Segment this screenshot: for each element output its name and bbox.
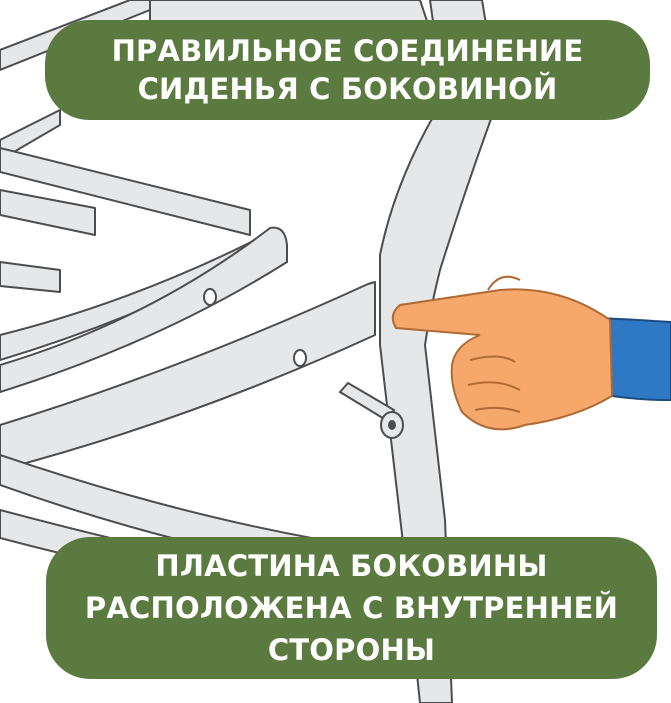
bottom-banner-line2: РАСПОЛОЖЕНА С ВНУТРЕННЕЙ [84,591,619,625]
seat-side-plate-far [0,226,288,393]
seat-slat [0,261,61,293]
seat-slat [0,147,251,236]
top-banner-line1: ПРАВИЛЬНОЕ СОЕДИНЕНИЕ [111,34,584,68]
bolt-icon [338,381,404,439]
seat-side-plate [0,281,376,471]
top-banner: ПРАВИЛЬНОЕ СОЕДИНЕНИЕ СИДЕНЬЯ С БОКОВИНО… [45,20,650,120]
top-banner-line2: СИДЕНЬЯ С БОКОВИНОЙ [137,72,558,106]
bottom-banner: ПЛАСТИНА БОКОВИНЫ РАСПОЛОЖЕНА С ВНУТРЕНН… [46,537,657,679]
bottom-banner-line1: ПЛАСТИНА БОКОВИНЫ [155,549,548,583]
seat-slat [0,189,96,236]
background-rail [0,109,61,161]
plate-hole [203,288,217,306]
plate-hole [293,349,307,367]
bottom-banner-line3: СТОРОНЫ [267,633,436,667]
pointing-hand-icon [391,275,671,431]
